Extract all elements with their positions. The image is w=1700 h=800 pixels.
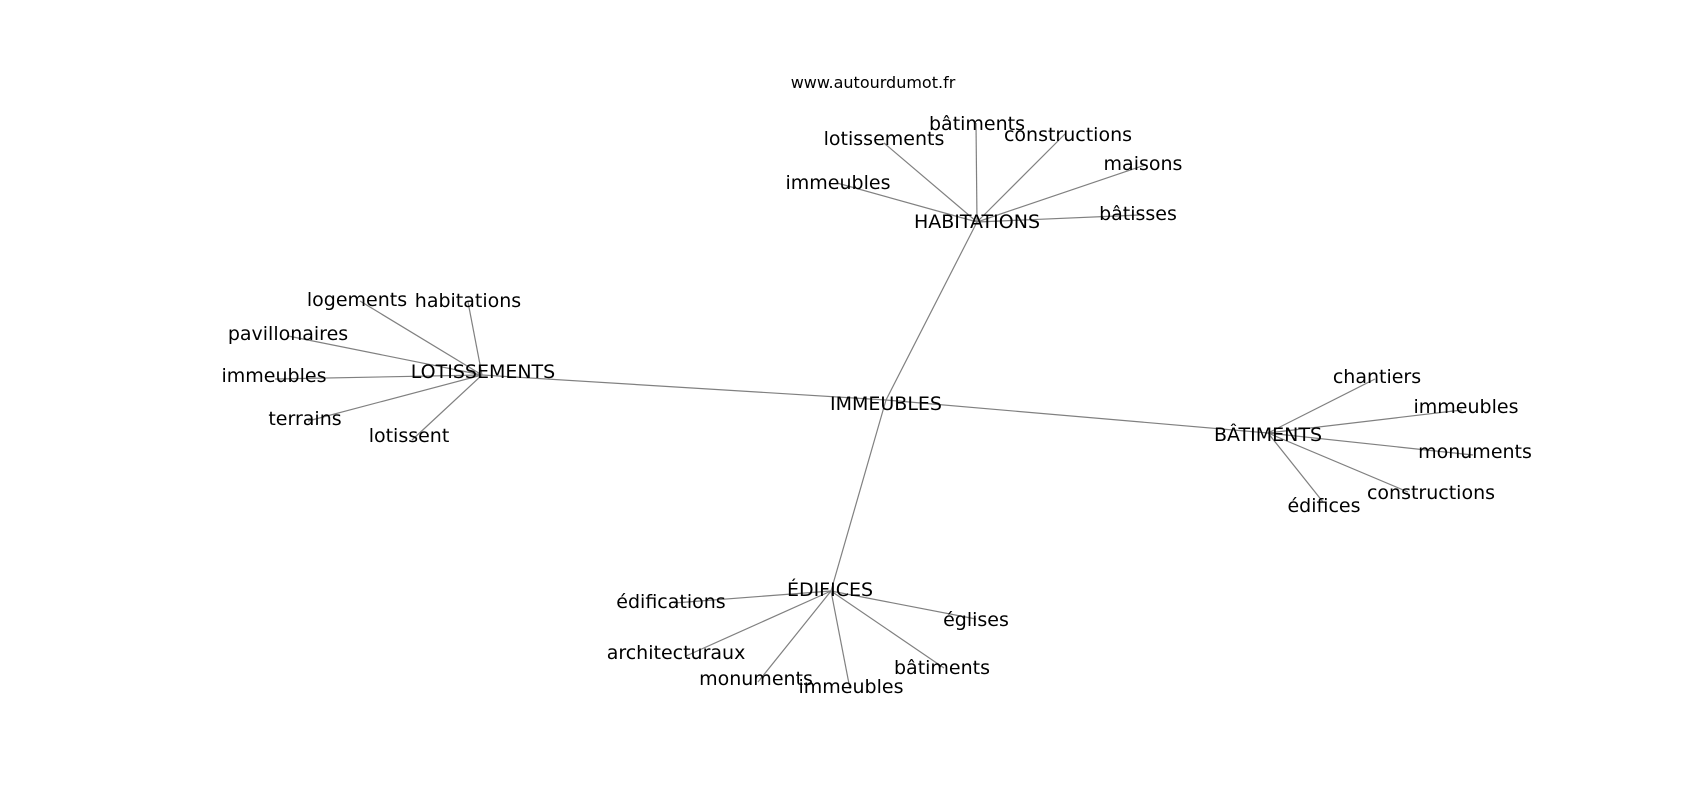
hub-node-label: ÉDIFICES [787,578,873,601]
leaf-edge [274,374,483,380]
leaf-edge [1267,409,1463,434]
leaf-node-label: constructions [1367,482,1495,504]
leaf-edge [830,590,977,620]
leaf-node-label: monuments [1418,441,1532,463]
leaf-edge [1267,432,1324,503]
leaf-edge [411,374,483,441]
leaf-node-label: monuments [699,668,813,690]
leaf-node-label: maisons [1104,153,1183,175]
leaf-node-label: bâtisses [1099,203,1177,225]
leaf-node-label: architecturaux [607,642,746,664]
leaf-edge [287,335,483,376]
leaf-edge [976,164,1146,223]
leaf-edge [1267,378,1376,434]
leaf-edge [883,142,978,223]
leaf-node-label: chantiers [1333,366,1421,388]
leaf-node-label: bâtiments [929,113,1025,135]
hub-node-label: BÂTIMENTS [1214,423,1322,446]
leaf-node-label: immeubles [1414,396,1519,418]
leaf-edge [685,590,832,657]
leaf-node-label: habitations [415,290,521,312]
leaf-node-label: lotissent [369,425,450,447]
leaf-edge [830,590,945,669]
leaf-edge [467,301,483,376]
leaf-node-label: terrains [268,408,341,430]
leaf-edge [836,182,978,223]
leaf-node-label: constructions [1004,124,1132,146]
leaf-edge [976,214,1141,223]
graph-labels: www.autourdumot.fr IMMEUBLES HABITATIONS l… [222,73,1532,698]
leaf-node-label: églises [943,609,1009,631]
leaf-edge [975,122,978,223]
leaf-node-label: bâtiments [894,657,990,679]
leaf-edge [757,590,832,683]
leaf-node-label: lotissements [824,128,945,150]
leaf-node-label: immeubles [222,365,327,387]
graph-edges [274,122,1474,690]
leaf-edge [976,132,1067,223]
leaf-edge [1267,432,1409,493]
leaf-node-label: édifications [616,591,725,613]
leaf-edge [359,300,483,376]
leaf-edge [307,374,483,422]
root-edge [830,399,887,592]
leaf-node-label: immeubles [799,676,904,698]
root-node-label: IMMEUBLES [830,393,942,415]
leaf-edge [673,590,832,604]
hub-node-label: LOTISSEMENTS [411,361,555,383]
leaf-node-label: édifices [1287,495,1360,517]
root-edge [885,221,978,401]
hub-node-label: HABITATIONS [914,211,1040,233]
leaf-node-label: logements [307,289,407,311]
leaf-node-label: immeubles [786,172,891,194]
leaf-edge [830,590,851,690]
leaf-edge [1267,432,1474,456]
root-edge [885,399,1269,434]
root-edge [481,374,887,401]
leaf-node-label: pavillonaires [228,323,348,345]
site-watermark: www.autourdumot.fr [791,73,956,92]
